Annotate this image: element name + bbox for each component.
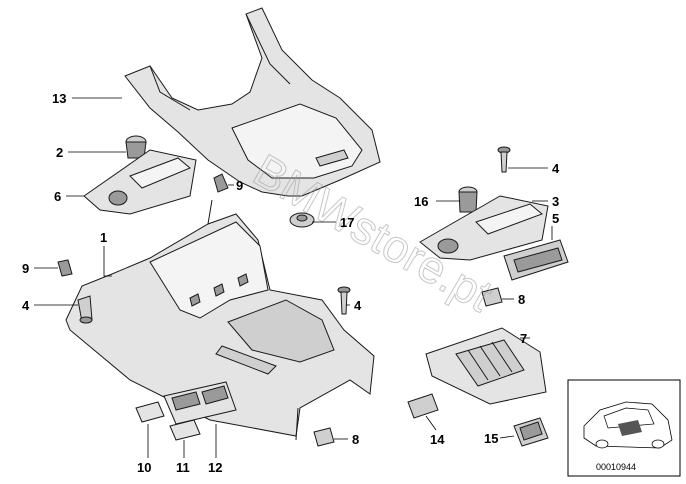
callout-14: 14 bbox=[430, 432, 445, 447]
part-8-clip-nut-right bbox=[481, 287, 503, 307]
part-16-lighter bbox=[458, 186, 478, 213]
callout-13: 13 bbox=[52, 91, 66, 106]
part-10-cover bbox=[135, 401, 165, 423]
callout-10: 10 bbox=[137, 460, 151, 475]
leader-lines bbox=[34, 97, 553, 458]
callout-1: 1 bbox=[100, 230, 107, 245]
reference-thumbnail: 00010944 bbox=[567, 379, 681, 477]
part-3-tray bbox=[419, 195, 549, 261]
callout-6: 6 bbox=[54, 189, 61, 204]
part-1-center-console bbox=[65, 199, 375, 441]
part-12-switch-frame bbox=[163, 381, 237, 425]
callout-8-right: 8 bbox=[518, 292, 525, 307]
part-9-clip-left bbox=[57, 259, 73, 277]
callout-15: 15 bbox=[484, 431, 498, 446]
reference-number: 00010944 bbox=[596, 462, 636, 472]
part-5-ashtray-insert bbox=[503, 239, 569, 281]
callout-16: 16 bbox=[414, 194, 428, 209]
part-8-clip-nut-lower bbox=[313, 427, 335, 447]
part-7-shifter-cover bbox=[425, 327, 547, 405]
callout-9-left: 9 bbox=[22, 261, 29, 276]
callout-8-lower: 8 bbox=[352, 432, 359, 447]
part-9-clip-upper bbox=[213, 173, 229, 193]
callout-5: 5 bbox=[552, 211, 559, 226]
part-13-console-trim bbox=[124, 7, 381, 197]
callout-17: 17 bbox=[340, 215, 354, 230]
callouts: 13 2 6 9 17 1 9 4 4 8 10 11 12 4 16 3 5 … bbox=[22, 91, 560, 475]
part-4-screw-left bbox=[77, 295, 93, 324]
car-silhouette-icon bbox=[583, 401, 673, 449]
callout-3: 3 bbox=[552, 194, 559, 209]
part-15-cup-insert bbox=[513, 417, 549, 447]
callout-11: 11 bbox=[176, 460, 190, 475]
callout-4-center: 4 bbox=[354, 298, 362, 313]
callout-2: 2 bbox=[56, 145, 63, 160]
part-4-screw-right bbox=[497, 146, 511, 173]
part-14-small-cover bbox=[407, 393, 439, 419]
part-11-cover bbox=[169, 419, 201, 441]
callout-12: 12 bbox=[208, 460, 222, 475]
callout-4-right: 4 bbox=[552, 161, 560, 176]
part-17-grommet bbox=[289, 212, 315, 228]
callout-7: 7 bbox=[520, 331, 527, 346]
callout-4-left: 4 bbox=[22, 298, 30, 313]
part-6-tray bbox=[83, 149, 197, 215]
part-4-screw-center bbox=[337, 286, 351, 315]
callout-9-upper: 9 bbox=[236, 178, 243, 193]
